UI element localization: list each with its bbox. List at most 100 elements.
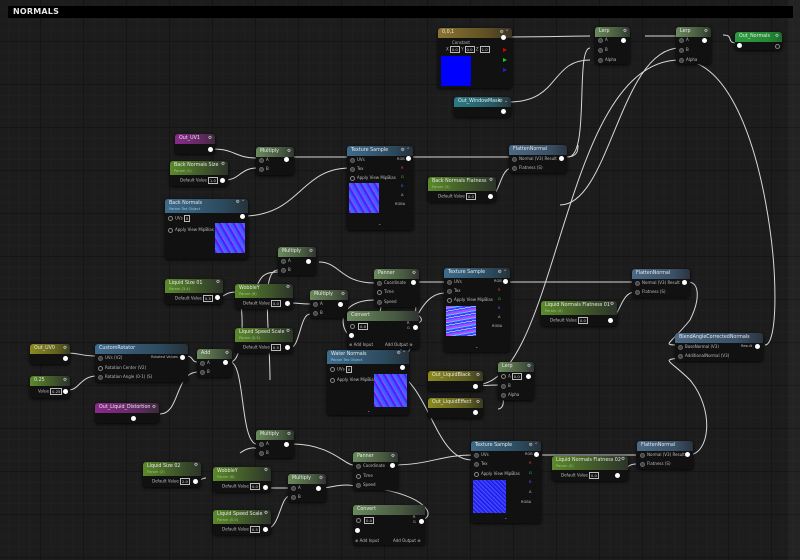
texture-sample-node[interactable]: Texture Sample⚙ ⌃ UVs Tex Apply View Mip… <box>444 268 510 352</box>
lerp-node[interactable]: Lerp⚙ A B Alpha <box>595 27 630 64</box>
flatten-normal-node[interactable]: FlattenNormal Normal (V3) Result Flatnes… <box>637 441 693 469</box>
gear-icon[interactable]: ⚙ <box>62 378 67 383</box>
output-pin[interactable] <box>193 479 198 484</box>
default-value-field[interactable]: 0.0 <box>249 483 260 490</box>
gear-icon[interactable]: ⚙ <box>526 364 531 369</box>
node-controls[interactable]: ⚙ <box>63 344 67 354</box>
mip-row[interactable]: Apply View MipBias <box>168 227 214 233</box>
node-controls[interactable]: ⚙ ⌃ <box>236 199 245 206</box>
default-value-field[interactable]: 0.5 <box>270 344 281 351</box>
multiply-node[interactable]: Multiply⚙ A B <box>278 247 316 275</box>
node-controls[interactable]: ⚙ <box>319 474 323 484</box>
default-value-field[interactable]: 0.0 <box>465 193 476 200</box>
output-pin[interactable] <box>263 485 268 490</box>
add-output-button[interactable]: Add Output ⊕ <box>393 538 421 543</box>
node-controls[interactable]: ⚙ <box>225 349 229 359</box>
pin-additional-normal[interactable]: AdditionalNormal (V3) <box>678 353 729 359</box>
pin-coordinate[interactable]: Coordinate <box>356 463 385 469</box>
add-output-button[interactable]: Add Output ⊕ <box>385 342 413 347</box>
default-value-field[interactable]: 0.0 <box>588 472 599 479</box>
gear-icon[interactable]: ⚙ <box>308 249 313 254</box>
output-pin[interactable] <box>131 416 136 421</box>
gear-icon[interactable]: ⚙ <box>703 29 708 34</box>
output-pin[interactable] <box>285 345 290 350</box>
a-field[interactable]: 0.0 <box>511 373 522 380</box>
output-pin[interactable] <box>316 486 321 491</box>
default-value-field[interactable]: 0.0 <box>577 317 588 324</box>
output-pin[interactable] <box>608 318 613 323</box>
gear-icon[interactable]: ⚙ <box>215 280 220 285</box>
node-controls[interactable]: ⚙ <box>152 403 156 413</box>
pin-rgb[interactable]: RGB <box>525 452 533 456</box>
node-controls[interactable]: ⚙ <box>287 147 291 157</box>
pin-r[interactable]: R <box>529 461 532 465</box>
node-controls[interactable]: ⚙ <box>527 362 531 372</box>
output-pin[interactable] <box>284 157 289 162</box>
output-pin[interactable] <box>488 194 493 199</box>
gear-icon[interactable]: ⚙ <box>620 457 625 462</box>
pin-b[interactable]: B <box>200 369 210 375</box>
output-pin[interactable] <box>338 302 343 307</box>
pin-alpha[interactable]: Alpha <box>679 57 697 63</box>
z-field[interactable]: 1.0 <box>479 46 490 53</box>
node-controls[interactable]: ⚙ <box>221 161 225 168</box>
comment-box-title[interactable]: NORMALS <box>8 6 793 18</box>
pin-a[interactable]: A <box>598 37 608 43</box>
b-pin-icon[interactable] <box>503 68 507 72</box>
pin-flatness[interactable]: Flatness (S) <box>635 289 666 295</box>
output-pin[interactable] <box>685 452 690 457</box>
output-pin[interactable] <box>413 325 418 330</box>
pin-speed[interactable]: Speed <box>356 482 376 488</box>
gear-icon[interactable]: ⚙ <box>340 292 345 297</box>
multiply-node[interactable]: Multiply⚙ A B <box>256 430 294 458</box>
out-normals-node[interactable]: Out_Normals⚙ <box>735 32 782 50</box>
pin-mip[interactable]: Apply View MipBias <box>350 175 396 181</box>
pin-a[interactable]: A <box>529 490 531 494</box>
output-pin[interactable] <box>682 280 687 285</box>
pin-tex[interactable]: Tex <box>350 166 364 172</box>
gear-icon[interactable]: ⚙ <box>263 468 268 473</box>
node-controls[interactable]: ⚙ ⌃ <box>529 441 538 451</box>
node-controls[interactable]: ⚙ <box>208 134 212 144</box>
pin-r[interactable]: R <box>401 166 404 170</box>
node-controls[interactable]: ⚙ <box>264 510 268 517</box>
output-pin[interactable] <box>284 442 289 447</box>
x-field[interactable]: 0.0 <box>449 46 460 53</box>
pin-rgb[interactable]: RGB <box>494 279 502 283</box>
output-pin[interactable] <box>615 473 620 478</box>
value-field[interactable]: 0.0 <box>364 517 375 524</box>
flatten-normal-node[interactable]: FlattenNormal Normal (V3) Result Flatnes… <box>509 145 567 173</box>
pin-tex[interactable]: Tex <box>447 288 461 294</box>
output-pin[interactable] <box>263 527 268 532</box>
pin-tex[interactable]: Tex <box>474 461 488 467</box>
chevron-down-icon[interactable]: ⌄ <box>367 408 371 413</box>
add-node[interactable]: Add⚙ A B <box>197 349 232 377</box>
gear-icon[interactable]: ⚙ <box>622 29 627 34</box>
chevron-down-icon[interactable]: ⌄ <box>378 221 382 226</box>
uvs-field[interactable]: 0 <box>183 215 191 222</box>
pin-flatness[interactable]: Flatness (S) <box>512 165 543 171</box>
pin-a[interactable]: A <box>679 37 689 43</box>
pin-b[interactable]: B <box>281 267 291 273</box>
output-pin[interactable] <box>526 374 531 379</box>
output-pin[interactable] <box>223 360 228 365</box>
pin-alpha[interactable]: Alpha <box>501 392 519 398</box>
gear-icon[interactable]: ⚙ <box>62 346 67 351</box>
pin-r[interactable]: R <box>498 288 501 292</box>
node-controls[interactable]: ⚙ <box>775 32 779 42</box>
chevron-up-icon[interactable]: ⌃ <box>503 270 507 275</box>
exec-pin-icon[interactable] <box>775 44 780 49</box>
default-value-field[interactable]: 0.5 <box>249 526 260 533</box>
panner-node[interactable]: Panner⚙ Coordinate Time Speed <box>353 452 398 490</box>
gear-icon[interactable]: ⚙ <box>411 271 416 276</box>
gear-icon[interactable]: ⚙ <box>207 136 212 141</box>
